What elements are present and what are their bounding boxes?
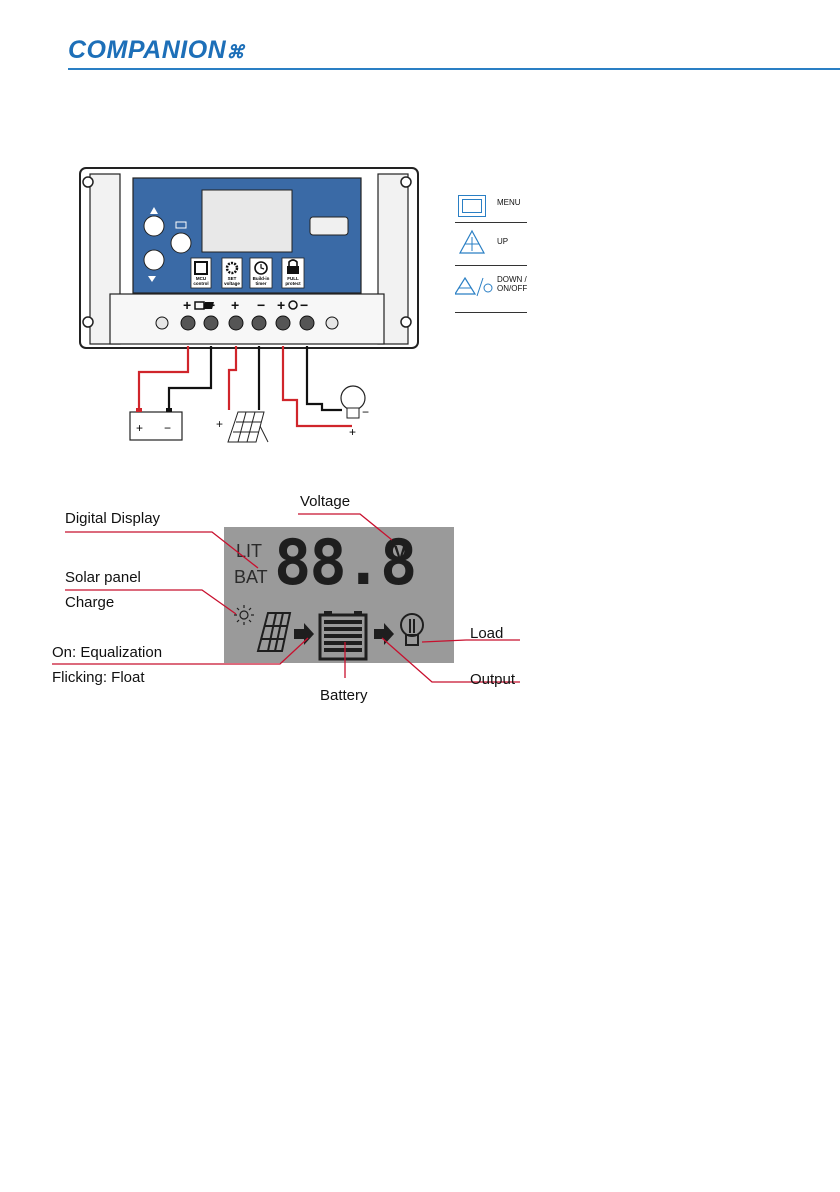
logo-mark-icon: ⌘ <box>226 42 245 62</box>
terminal-screw <box>252 316 266 330</box>
digital-display-leader <box>65 532 258 568</box>
battery-plus: + <box>183 297 191 313</box>
solar-plus: + <box>231 297 239 313</box>
menu-button <box>171 233 191 253</box>
indicator-window <box>310 217 348 235</box>
legend-menu-label: MENU <box>497 198 521 207</box>
terminal-cap <box>326 317 338 329</box>
terminal-screw <box>300 316 314 330</box>
lcd-window <box>202 190 292 252</box>
set-voltage-badge: SET voltage <box>222 258 242 288</box>
legend-menu-row: MENU <box>455 190 527 223</box>
full-label-2: protect <box>285 281 301 286</box>
screw-icon <box>401 177 411 187</box>
down-button <box>144 250 164 270</box>
timer-badge: Build-in timer <box>250 258 272 288</box>
load-plus: + <box>277 297 285 313</box>
load-minus: − <box>300 297 308 313</box>
callout-digital-display: Digital Display <box>65 510 160 527</box>
terminal-screw <box>229 316 243 330</box>
battery-symbol: + − <box>130 408 182 440</box>
header-rule <box>68 68 840 70</box>
bulb-sym-plus: + <box>349 425 356 439</box>
load-negative-wire <box>307 346 342 410</box>
battery-negative-wire <box>169 346 211 408</box>
up-button <box>144 216 164 236</box>
battery-sym-plus: + <box>136 421 143 435</box>
mcu-control-badge: MCU control <box>191 258 211 288</box>
legend-down-label-2: ON/OFF <box>497 284 527 293</box>
lock-icon <box>287 266 299 274</box>
battery-positive-wire <box>139 346 188 408</box>
screw-icon <box>401 317 411 327</box>
callout-solar-panel: Solar panel <box>65 569 141 586</box>
legend-down-row: DOWN / ON/OFF <box>455 266 527 313</box>
load-positive-wire <box>283 346 352 426</box>
solar-minus: − <box>257 297 265 313</box>
callout-load: Load <box>470 625 503 642</box>
screw-icon <box>83 177 93 187</box>
solar-positive-wire <box>229 346 236 410</box>
legend-up-row: UP <box>455 223 527 266</box>
bulb-sym-minus: − <box>362 405 369 419</box>
terminal-strip <box>110 294 384 344</box>
set-label-2: voltage <box>224 281 240 286</box>
voltage-leader <box>298 514 392 540</box>
menu-button-icon <box>458 195 486 217</box>
mcu-label-2: control <box>193 281 208 286</box>
solar-sym-plus: + <box>216 417 223 431</box>
callout-equalization: On: Equalization <box>52 644 162 661</box>
full-protect-badge: FULL protect <box>282 258 304 288</box>
terminal-screw <box>181 316 195 330</box>
solar-icon <box>203 302 214 309</box>
up-button-icon <box>458 229 486 255</box>
callout-battery: Battery <box>320 687 368 704</box>
button-legend: MENU UP DOWN / ON/OFF <box>455 190 527 315</box>
terminal-cap <box>156 317 168 329</box>
callout-output: Output <box>470 671 515 688</box>
down-onoff-button-icon <box>455 274 495 300</box>
timer-label-2: timer <box>255 281 266 286</box>
legend-down-label-1: DOWN / <box>497 275 527 284</box>
callout-voltage: Voltage <box>300 493 350 510</box>
screw-icon <box>83 317 93 327</box>
solar-panel-symbol: + <box>216 412 268 442</box>
callout-float: Flicking: Float <box>52 669 145 686</box>
battery-sym-minus: − <box>164 421 171 435</box>
legend-up-label: UP <box>497 237 508 246</box>
callout-charge: Charge <box>65 594 114 611</box>
companion-logo: COMPANION⌘ <box>68 36 245 65</box>
terminal-screw <box>204 316 218 330</box>
bulb-symbol: − + <box>341 386 369 439</box>
terminal-screw <box>276 316 290 330</box>
